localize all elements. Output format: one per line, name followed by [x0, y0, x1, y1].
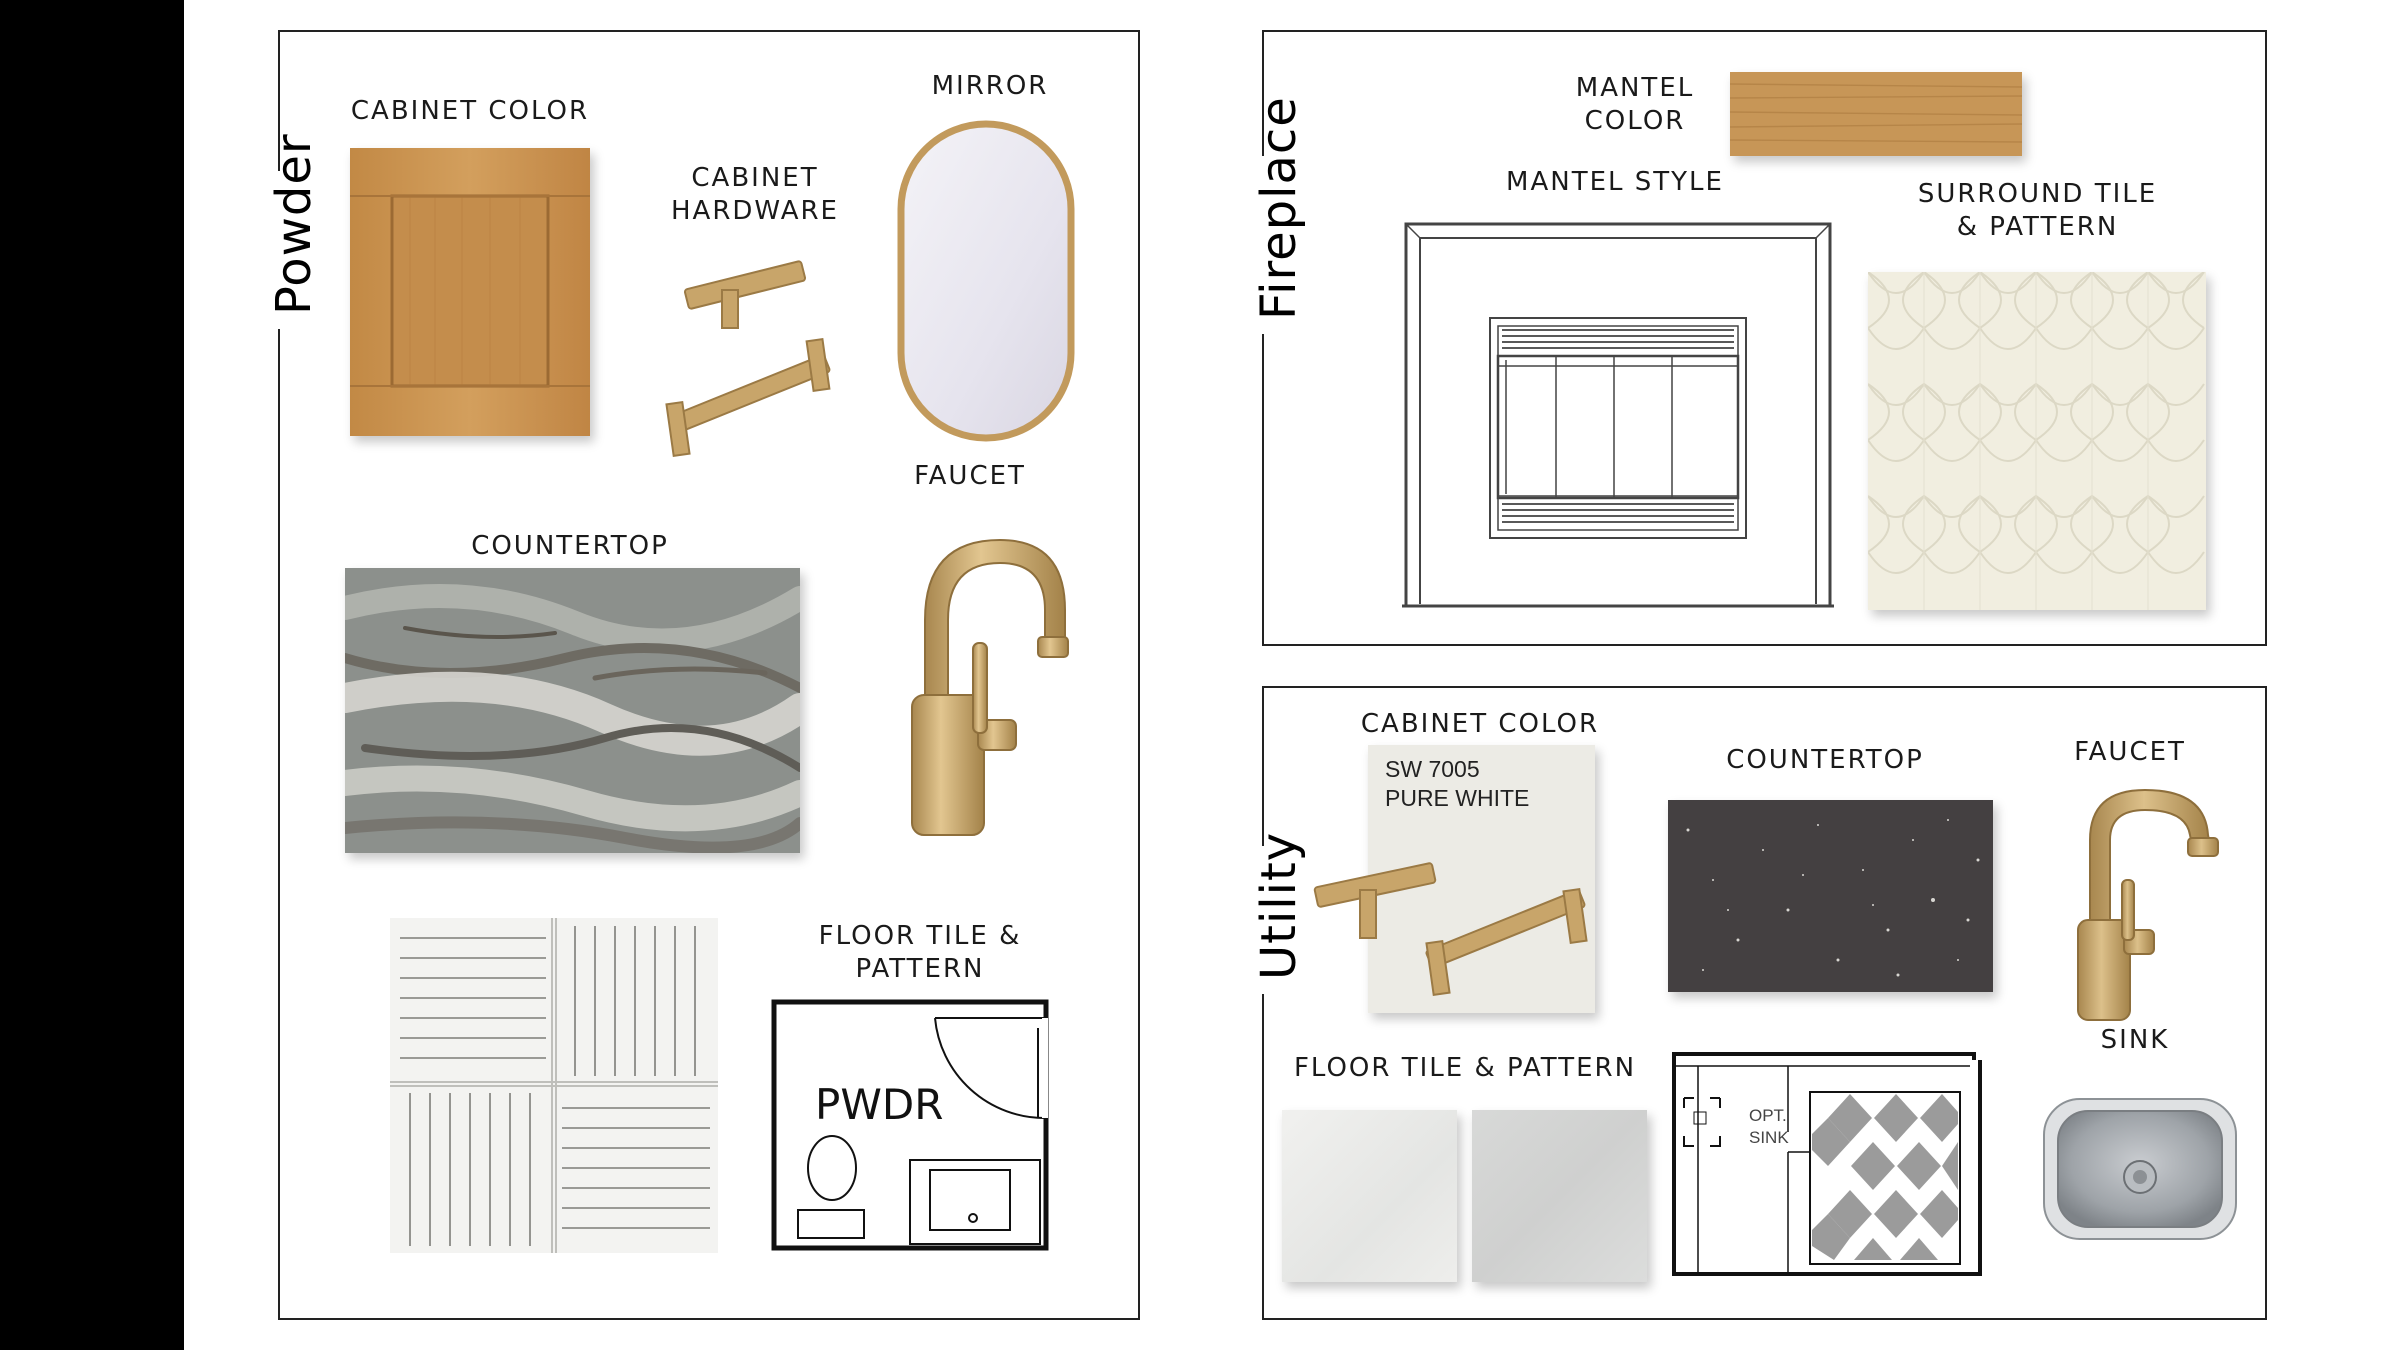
- marble-countertop-swatch: [345, 568, 800, 853]
- surround-tile-swatch: [1868, 272, 2206, 610]
- powder-floor-tile-label: FLOOR TILE & PATTERN: [818, 921, 1022, 984]
- utility-faucet-label: FAUCET: [2074, 737, 2186, 767]
- oak-cabinet-door-swatch: [350, 148, 590, 436]
- powder-cabinet-color-label: CABINET COLOR: [350, 96, 590, 126]
- paint-name: PURE WHITE: [1385, 785, 1530, 811]
- utility-title: Utility: [1249, 832, 1309, 994]
- utility-sink-label: SINK: [2100, 1025, 2170, 1055]
- plan-opt-sink-label-2: SINK: [1749, 1128, 1789, 1147]
- surround-tile-label: SURROUND TILE & PATTERN: [1917, 179, 2158, 242]
- utility-cabinet-hardware-icon: [1313, 862, 1588, 996]
- striped-floor-tile-swatch: [390, 918, 718, 1253]
- powder-plan-room-label: PWDR: [815, 1080, 944, 1129]
- left-black-bar: [0, 0, 184, 1350]
- utility-cabinet-color-label: CABINET COLOR: [1360, 709, 1600, 739]
- gold-faucet-icon: [911, 538, 1069, 836]
- powder-cabinet-hardware-label: CABINET HARDWARE: [671, 163, 839, 226]
- stainless-sink-icon: [2043, 1098, 2237, 1240]
- powder-title: Powder: [264, 133, 324, 329]
- powder-mirror-label: MIRROR: [931, 71, 1049, 101]
- oval-mirror-icon: [897, 120, 1075, 442]
- utility-floor-plan: [1672, 1052, 1982, 1276]
- powder-faucet-label: FAUCET: [914, 461, 1026, 491]
- powder-countertop-label: COUNTERTOP: [471, 531, 669, 561]
- light-floor-tile-swatch-2: [1472, 1110, 1647, 1282]
- utility-floor-tile-label: FLOOR TILE & PATTERN: [1293, 1053, 1637, 1083]
- utility-gold-faucet-icon: [2077, 788, 2219, 1021]
- powder-floor-plan: [771, 999, 1049, 1251]
- mantel-color-swatch: [1730, 72, 2022, 156]
- mantel-style-drawing: [1402, 222, 1834, 608]
- light-floor-tile-swatch-1: [1282, 1110, 1457, 1282]
- mantel-color-label: MANTEL COLOR: [1575, 73, 1695, 136]
- dark-quartz-countertop-swatch: [1668, 800, 1993, 992]
- fireplace-title: Fireplace: [1249, 96, 1309, 334]
- utility-countertop-label: COUNTERTOP: [1726, 745, 1924, 775]
- plan-opt-sink-label-1: OPT.: [1749, 1106, 1787, 1125]
- brass-cabinet-hardware-icon: [665, 260, 831, 457]
- paint-code: SW 7005: [1385, 756, 1480, 782]
- mantel-style-label: MANTEL STYLE: [1506, 167, 1724, 197]
